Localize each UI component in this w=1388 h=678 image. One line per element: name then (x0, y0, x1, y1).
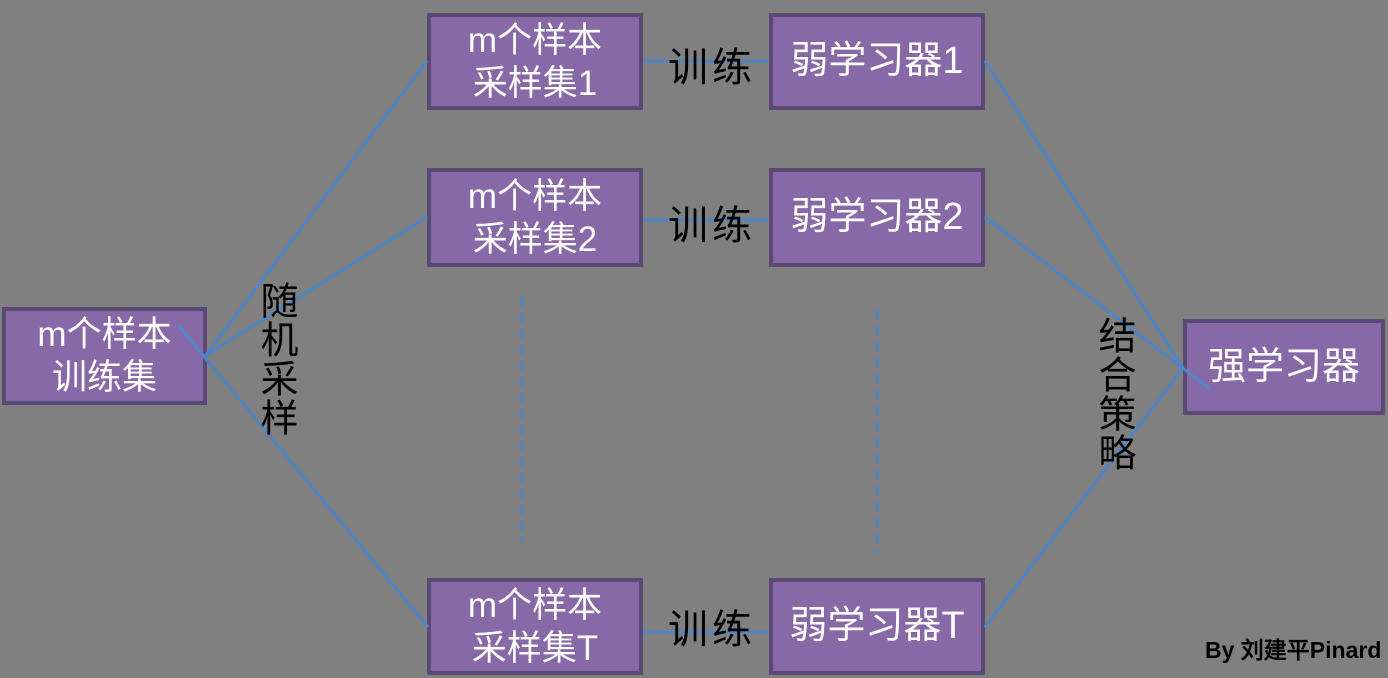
edge-weaklearner1-stronglearner (983, 60, 1185, 369)
train-label-t: 训练 (668, 607, 756, 652)
node-label: 采样集1 (472, 63, 598, 103)
edge-trainingset-sampleset1 (203, 60, 429, 357)
node-sample-set-2: m个样本 采样集2 (427, 168, 643, 267)
node-weak-learner-1: 弱学习器1 (769, 13, 985, 110)
edge-trainingset-sampleset2 (204, 215, 428, 358)
random-sampling-label: 随机采样 (254, 281, 296, 437)
node-sample-set-t: m个样本 采样集T (427, 578, 643, 675)
node-label: 训练集 (51, 358, 157, 397)
edge-weaklearnert-stronglearner (983, 367, 1185, 628)
node-training-set: m个样本 训练集 (2, 307, 207, 405)
node-label: m个样本 (37, 315, 172, 354)
node-strong-learner: 强学习器 (1183, 319, 1385, 415)
combination-strategy-label: 结合策略 (1092, 316, 1134, 472)
node-label: 采样集T (471, 628, 599, 668)
node-sample-set-1: m个样本 采样集1 (427, 13, 643, 110)
node-label: 强学习器 (1207, 345, 1360, 388)
train-label-2: 训练 (668, 203, 756, 248)
node-label: 弱学习器T (789, 605, 965, 647)
node-label: 弱学习器1 (790, 40, 964, 82)
node-label: m个样本 (467, 176, 603, 216)
node-label: m个样本 (467, 585, 603, 625)
node-label: m个样本 (467, 20, 603, 60)
node-weak-learner-t: 弱学习器T (769, 578, 985, 675)
node-weak-learner-2: 弱学习器2 (769, 168, 985, 267)
node-label: 采样集2 (472, 219, 598, 259)
node-label: 弱学习器2 (790, 196, 964, 238)
author-credit: By 刘建平Pinard (1205, 637, 1382, 663)
edge-trainingset-samplesett (176, 324, 430, 628)
train-label-1: 训练 (668, 45, 756, 90)
